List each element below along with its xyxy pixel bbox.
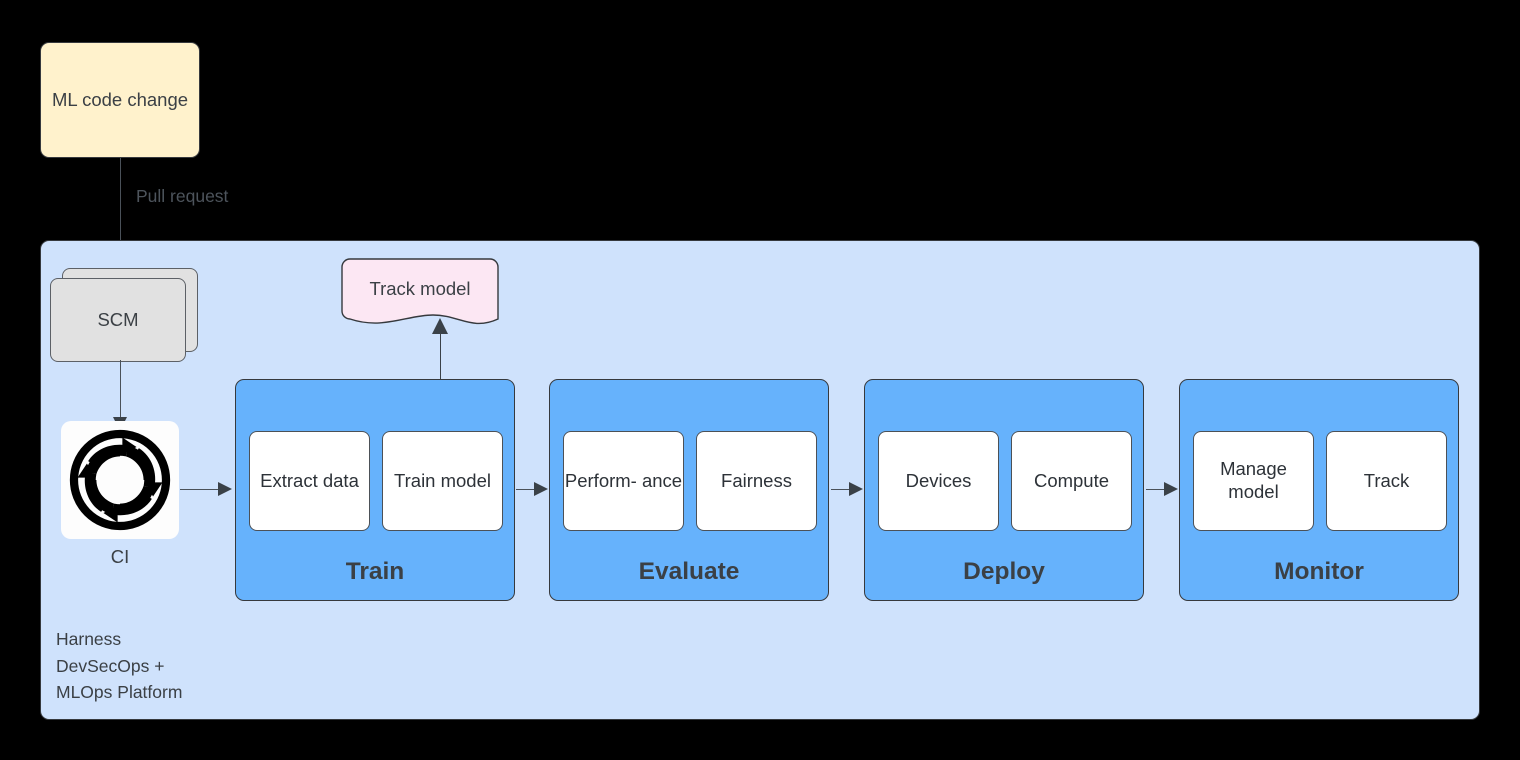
substep-track[interactable]: Track <box>1326 431 1447 531</box>
track-model-note: Track model <box>341 258 499 330</box>
ci-to-train-arrowhead-icon <box>218 482 232 496</box>
deploy-to-monitor-arrowhead-icon <box>1164 482 1178 496</box>
substep-train-model[interactable]: Train model <box>382 431 503 531</box>
substep-compute[interactable]: Compute <box>1011 431 1132 531</box>
substep-devices[interactable]: Devices <box>878 431 999 531</box>
ci-icon-container <box>61 421 179 539</box>
stage-evaluate-title: Evaluate <box>638 558 740 585</box>
ml-code-change-label: ML code change <box>51 88 189 110</box>
stage-deploy-title: Deploy <box>963 558 1045 585</box>
stage-monitor-title: Monitor <box>1274 558 1364 585</box>
substep-manage-model[interactable]: Manage model <box>1193 431 1314 531</box>
continuous-integration-cycle-icon <box>69 429 171 531</box>
pull-request-edge-label: Pull request <box>136 186 229 206</box>
stage-deploy-substeps: Devices Compute <box>878 431 1132 531</box>
ml-code-change-node: ML code change <box>40 42 200 158</box>
stage-evaluate[interactable]: Perform- ance Fairness Evaluate <box>549 379 829 601</box>
deploy-to-monitor-edge-line <box>1146 489 1172 490</box>
stage-monitor-substeps: Manage model Track <box>1193 431 1447 531</box>
note-shape-icon <box>341 258 499 325</box>
substep-extract-data[interactable]: Extract data <box>249 431 370 531</box>
pull-request-edge-line <box>120 158 121 258</box>
stage-deploy[interactable]: Devices Compute Deploy <box>864 379 1144 601</box>
evaluate-to-deploy-edge-line <box>831 489 857 490</box>
scm-label: SCM <box>97 308 139 330</box>
scm-to-ci-edge-line <box>120 360 121 422</box>
track-model-label: Track model <box>369 278 471 299</box>
evaluate-to-deploy-arrowhead-icon <box>849 482 863 496</box>
ci-to-train-edge-line <box>180 489 220 490</box>
platform-label: Harness DevSecOps + MLOps Platform <box>56 629 183 703</box>
train-to-track-model-edge-line <box>440 330 441 382</box>
stage-train-substeps: Extract data Train model <box>249 431 503 531</box>
stage-evaluate-substeps: Perform- ance Fairness <box>563 431 817 531</box>
train-to-track-model-arrowhead-icon <box>432 318 448 334</box>
substep-fairness[interactable]: Fairness <box>696 431 817 531</box>
scm-node: SCM <box>50 268 198 362</box>
train-to-evaluate-arrowhead-icon <box>534 482 548 496</box>
stage-train-title: Train <box>345 558 405 585</box>
substep-performance[interactable]: Perform- ance <box>563 431 684 531</box>
stage-monitor[interactable]: Manage model Track Monitor <box>1179 379 1459 601</box>
stage-train[interactable]: Extract data Train model Train <box>235 379 515 601</box>
scm-card-front: SCM <box>50 278 186 362</box>
ci-label: CI <box>110 546 130 567</box>
train-to-evaluate-edge-line <box>516 489 542 490</box>
